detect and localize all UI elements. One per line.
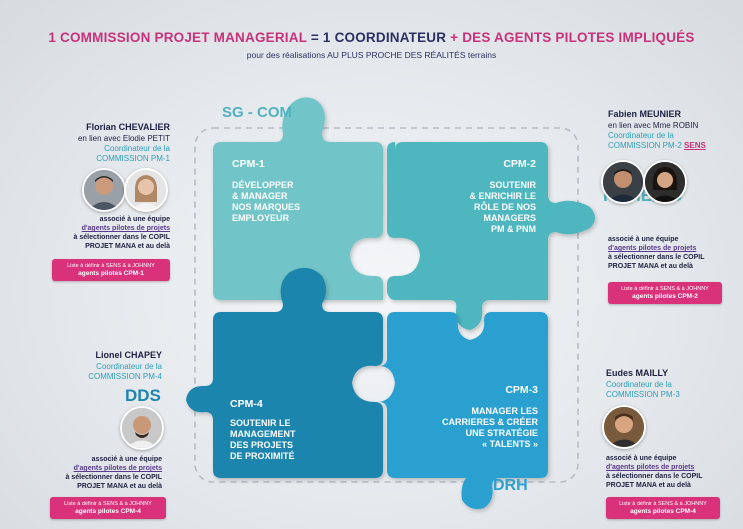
assoc-line: d'agents pilotes de projets bbox=[608, 245, 697, 252]
person-link-fabien: en lien avec Mme ROBIN bbox=[608, 121, 699, 130]
assoc-eudes: associé à une équipe d'agents pilotes de… bbox=[606, 454, 702, 490]
badge-small-text: Liste à définir à SENS & à JOHNNY bbox=[67, 263, 155, 269]
coord-line1-lionel: Coordinateur de la bbox=[96, 362, 162, 371]
badge-small-text: Liste à définir à SENS & à JOHNNY bbox=[619, 501, 707, 507]
assoc-line: associé à une équipe bbox=[608, 236, 679, 243]
coord-line1-fabien: Coordinateur de la bbox=[608, 131, 674, 140]
person-link-florian: en lien avec Elodie PETIT bbox=[77, 134, 170, 143]
person-name-florian: Florian CHEVALIER bbox=[86, 122, 170, 132]
puzzle-piece-cpm2 bbox=[387, 142, 595, 330]
assoc-line: PROJET MANA et au delà bbox=[85, 243, 170, 250]
page-subtitle: pour des réalisations AU PLUS PROCHE DES… bbox=[246, 50, 497, 60]
cpm2-line: & ENRICHIR LE bbox=[469, 191, 536, 201]
dept-dds: DDS bbox=[125, 386, 161, 405]
assoc-line: d'agents pilotes de projets bbox=[73, 465, 162, 472]
assoc-line: associé à une équipe bbox=[91, 456, 162, 463]
cpm4-line: SOUTENIR LE bbox=[230, 418, 291, 428]
assoc-lionel: associé à une équipe d'agents pilotes de… bbox=[0, 455, 162, 491]
coord-sens: SENS bbox=[684, 141, 706, 150]
coord-line2-fabien-text: COMMISSION PM-2 bbox=[608, 141, 682, 150]
cpm2-line: PM & PNM bbox=[491, 224, 536, 234]
badge-lionel: Liste à définir à SENS & à JOHNNY agents… bbox=[50, 497, 166, 519]
assoc-line: associé à une équipe bbox=[99, 216, 170, 223]
coord-line2-lionel: COMMISSION PM-4 bbox=[88, 372, 162, 381]
assoc-line: d'agents pilotes de projets bbox=[606, 464, 695, 471]
avatar-eudes bbox=[602, 405, 646, 449]
avatar-florian bbox=[82, 168, 126, 212]
assoc-line: PROJET MANA et au delà bbox=[608, 263, 693, 270]
coord-line2-fabien: COMMISSION PM-2 SENS bbox=[608, 141, 706, 151]
cpm4-title: CPM-4 bbox=[230, 398, 263, 410]
badge-big-text: agents pilotes CPM-4 bbox=[630, 508, 696, 515]
assoc-line: PROJET MANA et au delà bbox=[77, 483, 162, 490]
badge-small-text: Liste à définir à SENS & à JOHNNY bbox=[64, 501, 152, 507]
cpm4-text: CPM-4 SOUTENIR LE MANAGEMENT DES PROJETS… bbox=[230, 398, 296, 462]
avatar-fabien bbox=[601, 160, 645, 204]
cpm1-title: CPM-1 bbox=[232, 158, 265, 170]
person-name-fabien: Fabien MEUNIER bbox=[608, 109, 682, 119]
title-agents: DES AGENTS PILOTES IMPLIQUÉS bbox=[462, 30, 695, 45]
cpm1-line: EMPLOYEUR bbox=[232, 213, 290, 223]
badge-florian: Liste à définir à SENS & à JOHNNY agents… bbox=[52, 259, 170, 281]
coord-line2-eudes: COMMISSION PM-3 bbox=[606, 390, 680, 399]
cpm1-text: CPM-1 DÉVELOPPER & MANAGER NOS MARQUES E… bbox=[232, 158, 300, 224]
assoc-line: PROJET MANA et au delà bbox=[606, 482, 691, 489]
cpm3-line: « TALENTS » bbox=[482, 439, 538, 449]
assoc-fabien: associé à une équipe d'agents pilotes de… bbox=[608, 235, 704, 271]
cpm2-line: RÔLE DE NOS bbox=[473, 202, 536, 212]
cpm4-line: DES PROJETS bbox=[230, 440, 294, 450]
dashed-frame bbox=[194, 127, 579, 483]
assoc-line: d'agents pilotes de projets bbox=[81, 225, 170, 232]
assoc-line: associé à une équipe bbox=[606, 455, 677, 462]
puzzle-piece-cpm3 bbox=[379, 312, 548, 509]
cpm3-text: CPM-3 MANAGER LES CARRIERES & CRÉER UNE … bbox=[410, 384, 538, 450]
badge-big-text: agents pilotes CPM-2 bbox=[632, 293, 698, 300]
cpm2-title: CPM-2 bbox=[503, 158, 536, 170]
avatar-robin bbox=[643, 160, 687, 204]
cpm1-line: & MANAGER bbox=[232, 191, 288, 201]
cpm3-line: MANAGER LES bbox=[471, 406, 538, 416]
cpm2-line: SOUTENIR bbox=[489, 180, 536, 190]
puzzle-piece-cpm1 bbox=[213, 97, 383, 300]
title-plus: + bbox=[446, 30, 463, 45]
assoc-florian: associé à une équipe d'agents pilotes de… bbox=[0, 215, 170, 251]
cpm3-title: CPM-3 bbox=[505, 384, 538, 396]
assoc-line: à sélectionner dans le COPIL bbox=[65, 474, 162, 481]
cpm4-line: DE PROXIMITÉ bbox=[230, 451, 295, 461]
person-name-eudes: Eudes MAILLY bbox=[606, 368, 669, 378]
avatar-lionel bbox=[120, 406, 164, 450]
person-name-lionel: Lionel CHAPEY bbox=[95, 350, 162, 360]
cpm3-line: CARRIERES & CRÉER bbox=[441, 417, 538, 427]
assoc-line: à sélectionner dans le COPIL bbox=[73, 234, 170, 241]
cpm2-line: MANAGERS bbox=[483, 213, 536, 223]
avatar-elodie bbox=[124, 168, 168, 212]
puzzle-piece-cpm4 bbox=[186, 267, 383, 478]
badge-eudes: Liste à définir à SENS & à JOHNNY agents… bbox=[606, 497, 720, 519]
cpm1-line: NOS MARQUES bbox=[232, 202, 301, 212]
dept-sg-com: SG - COM bbox=[222, 104, 292, 121]
coord-line2-florian: COMMISSION PM-1 bbox=[96, 154, 170, 163]
badge-fabien: Liste à définir à SENS & à JOHNNY agents… bbox=[608, 282, 722, 304]
cpm1-line: DÉVELOPPER bbox=[232, 180, 294, 190]
page-title: 1 COMMISSION PROJET MANAGERIAL = 1 COORD… bbox=[0, 30, 743, 45]
title-equals: = bbox=[306, 30, 323, 45]
badge-big-text: agents pilotes CPM-4 bbox=[75, 508, 141, 515]
badge-small-text: Liste à définir à SENS & à JOHNNY bbox=[621, 286, 709, 292]
title-coordinateur: 1 COORDINATEUR bbox=[322, 30, 447, 45]
cpm2-text: CPM-2 SOUTENIR & ENRICHIR LE RÔLE DE NOS… bbox=[440, 158, 536, 235]
coord-line1-eudes: Coordinateur de la bbox=[606, 380, 672, 389]
title-commission: 1 COMMISSION PROJET MANAGERIAL bbox=[48, 30, 307, 45]
badge-big-text: agents pilotes CPM-1 bbox=[78, 270, 144, 277]
assoc-line: à sélectionner dans le COPIL bbox=[608, 254, 705, 261]
coord-line1-florian: Coordinateur de la bbox=[104, 144, 170, 153]
dept-drh: DRH bbox=[493, 477, 528, 494]
cpm4-line: MANAGEMENT bbox=[230, 429, 296, 439]
assoc-line: à sélectionner dans le COPIL bbox=[606, 473, 703, 480]
cpm3-line: UNE STRATÉGIE bbox=[465, 428, 538, 438]
